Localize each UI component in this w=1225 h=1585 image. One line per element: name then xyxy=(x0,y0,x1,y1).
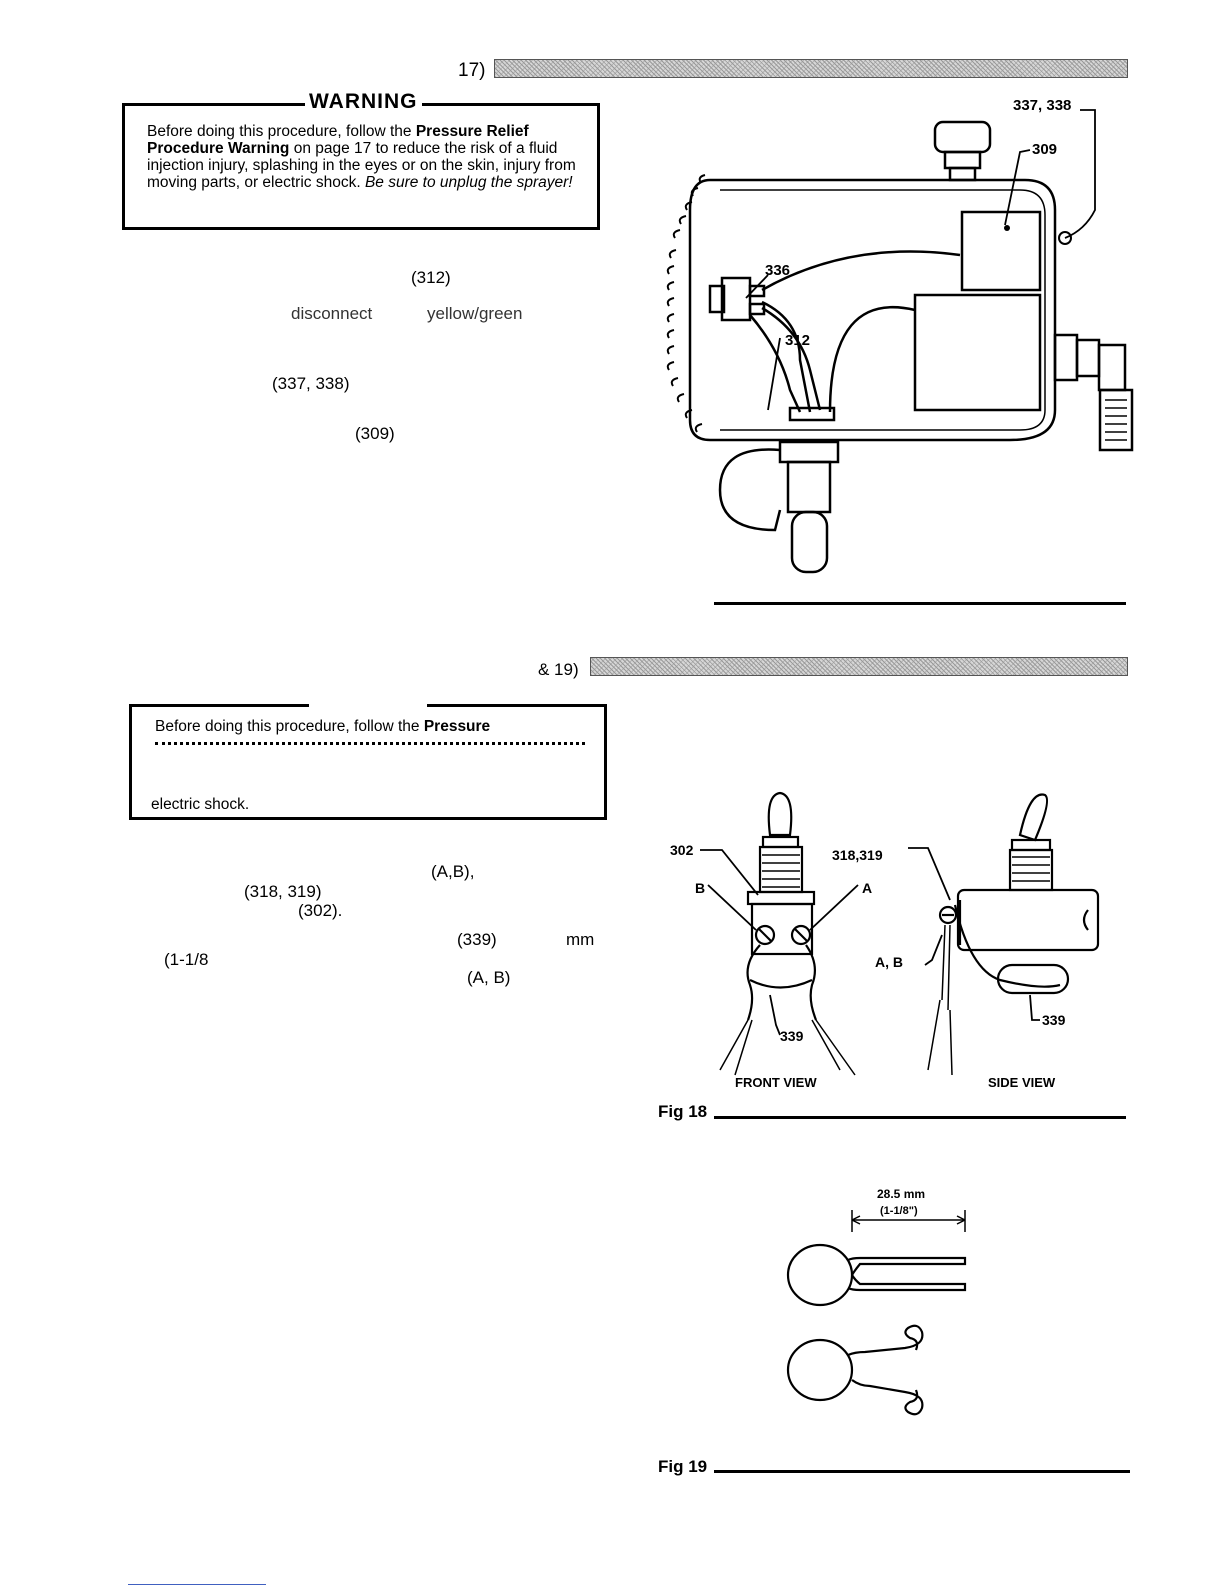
warning-title: WARNING xyxy=(305,90,422,114)
fig19-dimension-mm: 28.5 mm xyxy=(877,1187,925,1201)
fragment-disconnect: disconnect xyxy=(291,304,373,323)
fig18-callout-b: B xyxy=(695,880,705,896)
fig18-front-view-caption: FRONT VIEW xyxy=(735,1075,817,1090)
fig18-callout-339-side: 339 xyxy=(1042,1012,1066,1028)
fragment-309: (309) xyxy=(355,424,395,443)
fragment-302: (302). xyxy=(298,901,343,920)
warning-box-2: Before doing this procedure, follow the … xyxy=(129,704,607,820)
warning-text-1: Before doing this procedure, follow the … xyxy=(147,123,576,191)
warning-2-first-line: Before doing this procedure, follow the … xyxy=(155,718,491,735)
fig18-side-view-caption: SIDE VIEW xyxy=(988,1075,1056,1090)
fig17-callout-312: 312 xyxy=(785,332,810,349)
fig18-callout-318-319: 318,319 xyxy=(832,847,883,863)
fig18-callout-a-b: A, B xyxy=(875,954,903,970)
fig18-label: Fig 18 xyxy=(658,1102,708,1121)
fragment-a-b: (A,B), xyxy=(431,862,475,881)
fragment-yellow-green: yellow/green xyxy=(427,304,523,323)
fig19-dimension-in: (1-1/8") xyxy=(880,1205,918,1217)
fragment-312: (312) xyxy=(411,268,451,287)
fig18-callout-a: A xyxy=(862,880,872,896)
fig17-callout-309: 309 xyxy=(1032,141,1057,158)
fragment-a-b-2: (A, B) xyxy=(467,968,511,987)
fig17-callout-337-338: 337, 338 xyxy=(1013,97,1071,114)
fragment-339: (339) xyxy=(457,930,497,949)
fig17-callout-336: 336 xyxy=(765,262,790,279)
fig19-rule xyxy=(714,1470,1130,1473)
section-17-header-bar xyxy=(494,59,1128,78)
fragment-mm: mm xyxy=(566,930,595,949)
section-17-number: 17) xyxy=(458,60,486,81)
warning-2-last-line: electric shock. xyxy=(151,796,250,813)
fig17-motor-control-illustration: 337, 338 309 336 312 xyxy=(666,97,1134,574)
fragment-337-338: (337, 338) xyxy=(272,374,350,393)
fig17-rule xyxy=(714,602,1126,605)
fig18-callout-302: 302 xyxy=(670,842,694,858)
fig19-varistor-illustration: 28.5 mm (1-1/8") xyxy=(786,1187,967,1416)
fig18-callout-339-front: 339 xyxy=(780,1028,804,1044)
fragment-1-1-8: (1-1/8 xyxy=(164,950,209,969)
fragment-318-319: (318, 319) xyxy=(244,882,322,901)
fig18-rule xyxy=(714,1116,1126,1119)
section-18-header-bar xyxy=(590,657,1128,676)
section-18-number: & 19) xyxy=(538,660,579,679)
fig18-switch-illustration: 302 B A 339 318,319 A, B 339 FRONT VIEW … xyxy=(670,791,1100,1090)
fig19-label: Fig 19 xyxy=(658,1457,708,1476)
warning-box-1: WARNING Before doing this procedure, fol… xyxy=(122,90,600,230)
